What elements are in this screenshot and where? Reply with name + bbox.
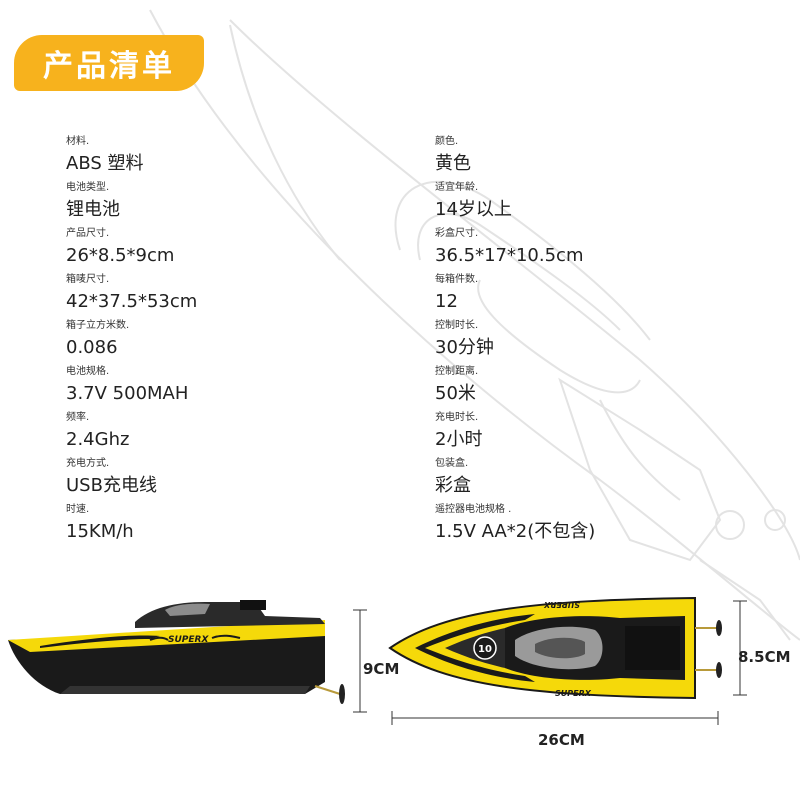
spec-value: 锂电池 xyxy=(66,199,120,220)
height-dimension-line xyxy=(353,609,367,713)
spec-value: 26*8.5*9cm xyxy=(66,245,175,266)
page-title: 产品清单 xyxy=(14,35,204,91)
boat-top-view: 10 SUPERX SUPERX xyxy=(388,596,722,700)
spec-item: 充电方式. USB充电线 xyxy=(66,458,396,498)
spec-item: 控制时长. 30分钟 xyxy=(435,320,765,360)
spec-item: 材料. ABS 塑料 xyxy=(66,136,396,176)
spec-label: 控制时长. xyxy=(435,320,479,331)
spec-item: 箱子立方米数. 0.086 xyxy=(66,320,396,360)
spec-label: 产品尺寸. xyxy=(66,228,110,239)
spec-value: USB充电线 xyxy=(66,475,157,496)
boat-side-view: SUPERX xyxy=(8,600,345,704)
spec-label: 充电时长. xyxy=(435,412,479,423)
spec-value: 0.086 xyxy=(66,337,118,358)
spec-label: 颜色. xyxy=(435,136,459,147)
spec-label: 适宜年龄. xyxy=(435,182,479,193)
spec-label: 时速. xyxy=(66,504,90,515)
spec-value: 黄色 xyxy=(435,153,471,174)
spec-item: 箱唛尺寸. 42*37.5*53cm xyxy=(66,274,396,314)
spec-label: 箱子立方米数. xyxy=(66,320,130,331)
width-dimension-label: 8.5CM xyxy=(738,648,791,666)
spec-value: 12 xyxy=(435,291,458,312)
spec-item: 适宜年龄. 14岁以上 xyxy=(435,182,765,222)
spec-label: 电池类型. xyxy=(66,182,110,193)
spec-value: 36.5*17*10.5cm xyxy=(435,245,584,266)
spec-item: 颜色. 黄色 xyxy=(435,136,765,176)
boat-number: 10 xyxy=(478,644,492,655)
spec-value: 3.7V 500MAH xyxy=(66,383,189,404)
spec-label: 材料. xyxy=(66,136,90,147)
spec-label: 频率. xyxy=(66,412,90,423)
spec-item: 电池规格. 3.7V 500MAH xyxy=(66,366,396,406)
spec-value: 42*37.5*53cm xyxy=(66,291,198,312)
spec-value: 30分钟 xyxy=(435,337,494,358)
spec-item: 频率. 2.4Ghz xyxy=(66,412,396,452)
spec-item: 产品尺寸. 26*8.5*9cm xyxy=(66,228,396,268)
spec-value: 50米 xyxy=(435,383,476,404)
spec-item: 包装盒. 彩盒 xyxy=(435,458,765,498)
spec-item: 时速. 15KM/h xyxy=(66,504,396,544)
spec-item: 控制距离. 50米 xyxy=(435,366,765,406)
spec-value: 1.5V AA*2(不包含) xyxy=(435,521,596,542)
spec-label: 每箱件数. xyxy=(435,274,479,285)
spec-label: 充电方式. xyxy=(66,458,110,469)
boat-top-brand-decal: SUPERX xyxy=(543,600,580,609)
spec-label: 控制距离. xyxy=(435,366,479,377)
length-dimension-label: 26CM xyxy=(538,731,585,749)
spec-value: 2.4Ghz xyxy=(66,429,130,450)
spec-value: 彩盒 xyxy=(435,475,471,496)
boat-bottom-brand-decal: SUPERX xyxy=(555,689,592,698)
spec-value: 2小时 xyxy=(435,429,483,450)
spec-value: 14岁以上 xyxy=(435,199,512,220)
spec-label: 电池规格. xyxy=(66,366,110,377)
width-dimension-line xyxy=(733,600,747,696)
spec-item: 充电时长. 2小时 xyxy=(435,412,765,452)
spec-value: ABS 塑料 xyxy=(66,153,144,174)
spec-item: 彩盒尺寸. 36.5*17*10.5cm xyxy=(435,228,765,268)
spec-item: 每箱件数. 12 xyxy=(435,274,765,314)
spec-label: 包装盒. xyxy=(435,458,469,469)
length-dimension-line xyxy=(391,711,719,725)
boat-brand-decal: SUPERX xyxy=(168,635,209,645)
height-dimension-label: 9CM xyxy=(363,660,400,678)
spec-label: 遥控器电池规格 . xyxy=(435,504,512,515)
spec-value: 15KM/h xyxy=(66,521,134,542)
spec-item: 遥控器电池规格 . 1.5V AA*2(不包含) xyxy=(435,504,765,544)
spec-item: 电池类型. 锂电池 xyxy=(66,182,396,222)
spec-label: 彩盒尺寸. xyxy=(435,228,479,239)
spec-label: 箱唛尺寸. xyxy=(66,274,110,285)
